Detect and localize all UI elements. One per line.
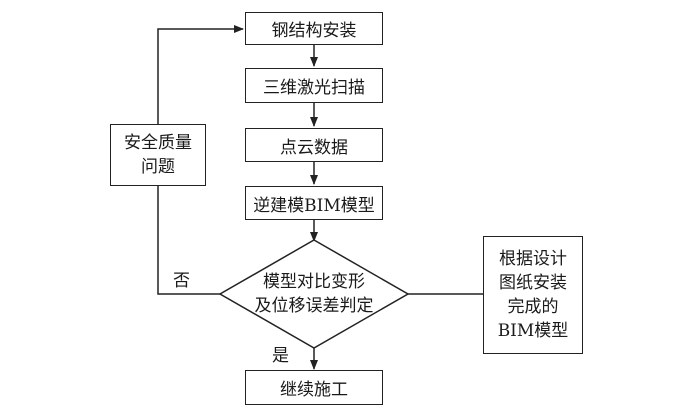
edge-label-no: 否 — [173, 271, 190, 291]
step-reverse-bim-model-label: 逆建模BIM模型 — [253, 195, 375, 216]
step-steel-installation-label: 钢结构安装 — [271, 21, 357, 41]
design-bim-model-label: 根据设计 图纸安装 完成的 BIM模型 — [497, 249, 569, 341]
edge-label-yes: 是 — [272, 346, 289, 366]
step-continue-construction-label: 继续施工 — [280, 380, 348, 400]
decision-diamond — [218, 239, 410, 349]
step-point-cloud-label: 点云数据 — [280, 137, 348, 158]
step-point-cloud: 点云数据 — [245, 128, 383, 162]
decision-label: 模型对比变形 及位移误差判定 — [254, 272, 374, 316]
safety-quality-issue-label: 安全质量 问题 — [124, 133, 192, 177]
safety-quality-issue: 安全质量 问题 — [110, 124, 206, 186]
step-steel-installation: 钢结构安装 — [245, 12, 383, 45]
design-bim-model: 根据设计 图纸安装 完成的 BIM模型 — [483, 236, 583, 354]
step-reverse-bim-model: 逆建模BIM模型 — [245, 186, 383, 220]
step-3d-laser-scan: 三维激光扫描 — [245, 68, 383, 103]
step-continue-construction: 继续施工 — [245, 370, 383, 405]
step-3d-laser-scan-label: 三维激光扫描 — [263, 78, 365, 98]
